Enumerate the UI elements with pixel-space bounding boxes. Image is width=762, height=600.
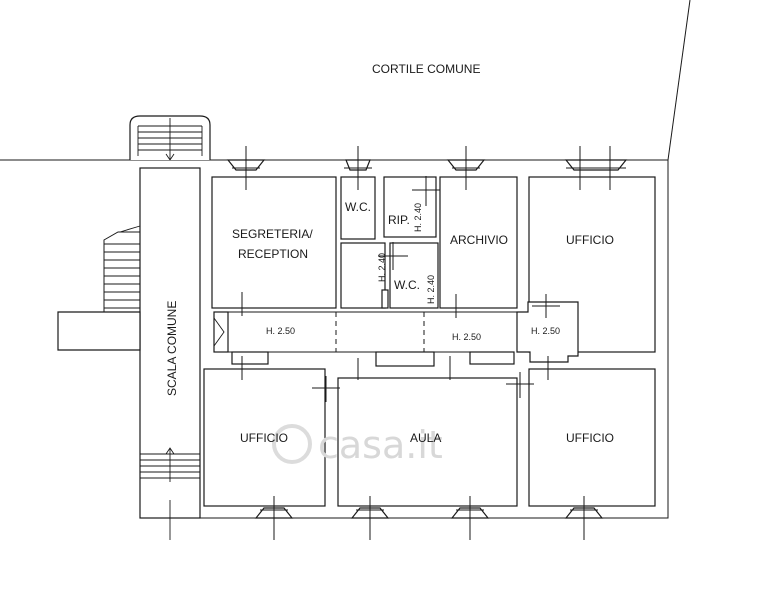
label-wc-bottom: W.C. [394, 278, 420, 292]
label-storage: RIP. [388, 213, 410, 227]
room-office-bottom-left [203, 368, 326, 507]
label-office-bottom-right: UFFICIO [566, 431, 614, 445]
label-wc-top: W.C. [345, 200, 371, 214]
room-secretariat [211, 176, 337, 309]
entrance-stair [129, 115, 211, 161]
label-height-wc-right: H. 2.40 [426, 275, 436, 304]
watermark: casa.it [272, 423, 443, 467]
label-height-corridor-left: H. 2.50 [266, 326, 295, 336]
label-secretariat-line2: RECEPTION [238, 247, 308, 261]
label-height-storage: H. 2.40 [413, 203, 423, 232]
label-height-corridor-right: H. 2.50 [531, 326, 560, 336]
common-stair-block [57, 167, 201, 540]
room-office-bottom-right [528, 368, 656, 507]
watermark-text: casa.it [318, 423, 443, 467]
label-archive: ARCHIVIO [450, 233, 508, 247]
label-classroom: AULA [410, 431, 441, 445]
label-office-top-right: UFFICIO [566, 233, 614, 247]
label-common-stair: SCALA COMUNE [165, 301, 179, 396]
crosshair-markers [241, 176, 560, 402]
label-height-corridor-mid: H. 2.50 [452, 332, 481, 342]
room-wc-left [340, 242, 386, 309]
courtyard-edge [667, 0, 691, 161]
room-storage [383, 176, 437, 238]
window-markers [226, 146, 628, 540]
label-courtyard: CORTILE COMUNE [372, 62, 480, 76]
label-height-wc-left: H. 2.40 [377, 253, 387, 282]
label-office-bottom-left: UFFICIO [240, 431, 288, 445]
room-archive [439, 176, 518, 309]
room-wc-right [389, 242, 439, 309]
room-classroom [337, 377, 518, 507]
label-secretariat-line1: SEGRETERIA/ [232, 227, 313, 241]
corridor [213, 289, 579, 367]
